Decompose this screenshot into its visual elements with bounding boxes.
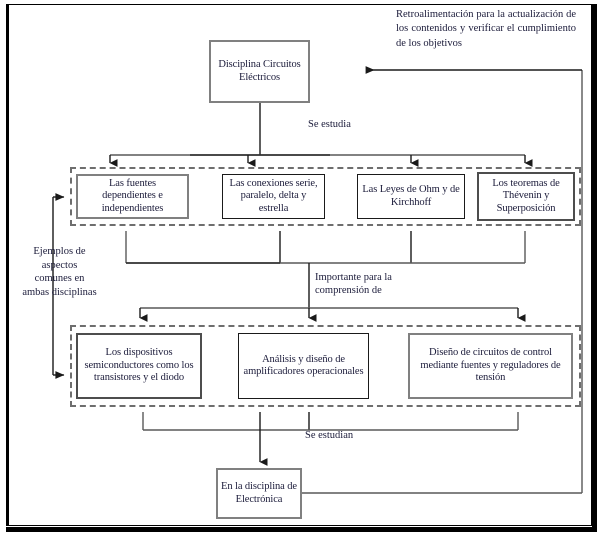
edge-label-ejemplos-aspectos-comunes: Ejemplos de aspectos comunes en ambas di… bbox=[22, 246, 97, 298]
frame-shadow-right bbox=[592, 4, 597, 531]
node-label: Las conexiones serie, paralelo, delta y … bbox=[229, 177, 318, 214]
node-label: Las fuentes dependientes e independiente… bbox=[101, 177, 164, 214]
node-analisis-diseno-amplificadores[interactable]: Análisis y diseño de amplificadores oper… bbox=[238, 333, 369, 399]
node-disciplina-circuitos-electricos[interactable]: Disciplina Circuitos Eléctricos bbox=[209, 40, 310, 103]
group-electronica-topics bbox=[70, 325, 581, 407]
node-label: Diseño de circuitos de control mediante … bbox=[420, 347, 561, 384]
edge-label-importante-para-la-comprension: Importante para la comprensión de bbox=[315, 272, 392, 297]
edge-label-retroalimentacion: Retroalimentación para la actualización … bbox=[396, 9, 576, 49]
node-conexiones-serie-paralelo-delta-estrella[interactable]: Las conexiones serie, paralelo, delta y … bbox=[222, 174, 325, 219]
node-label: Las Leyes de Ohm y de Kirchhoff bbox=[362, 184, 460, 208]
node-label: Los teoremas de Thévenin y Superposición bbox=[492, 177, 560, 214]
node-teoremas-thevenin-superposicion[interactable]: Los teoremas de Thévenin y Superposición bbox=[477, 172, 575, 221]
edge-label-se-estudia: Se estudia bbox=[308, 119, 351, 130]
node-diseno-circuitos-control[interactable]: Diseño de circuitos de control mediante … bbox=[408, 333, 573, 399]
edge-label-se-estudian: Se estudian bbox=[305, 430, 354, 441]
frame-shadow-bottom bbox=[6, 527, 597, 532]
node-leyes-ohm-kirchhoff[interactable]: Las Leyes de Ohm y de Kirchhoff bbox=[357, 174, 465, 219]
node-label: En la disciplina de Electrónica bbox=[221, 481, 297, 505]
node-label: Los dispositivos semiconductores como lo… bbox=[84, 347, 194, 384]
node-fuentes-dependientes-independientes[interactable]: Las fuentes dependientes e independiente… bbox=[76, 174, 189, 219]
node-disciplina-electronica[interactable]: En la disciplina de Electrónica bbox=[216, 468, 302, 519]
node-dispositivos-semiconductores[interactable]: Los dispositivos semiconductores como lo… bbox=[76, 333, 202, 399]
node-label: Análisis y diseño de amplificadores oper… bbox=[243, 353, 364, 377]
group-circuitos-topics bbox=[70, 167, 581, 226]
node-label: Disciplina Circuitos Eléctricos bbox=[218, 59, 301, 83]
